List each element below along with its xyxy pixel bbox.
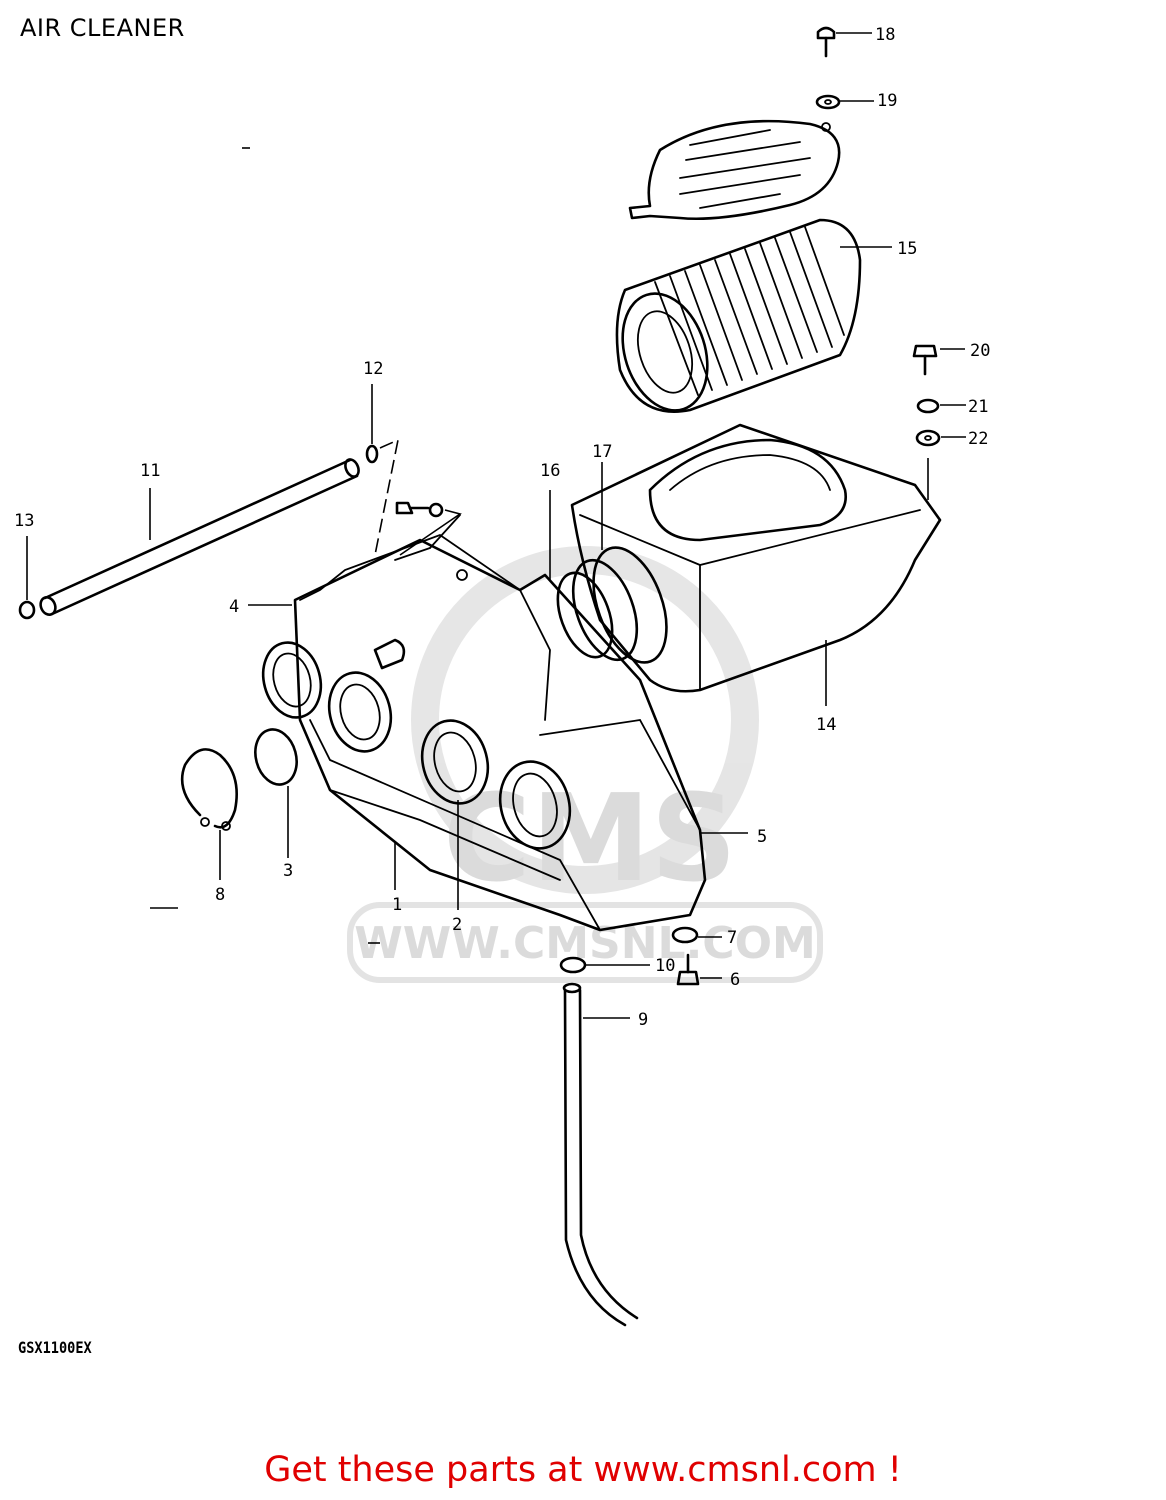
page-title: AIR CLEANER (20, 14, 185, 42)
intake-ports (261, 641, 572, 910)
callout-8: 8 (215, 885, 225, 905)
callout-11: 11 (140, 461, 160, 481)
callout-12: 12 (363, 359, 383, 379)
callout-14: 14 (816, 715, 836, 735)
callout-13: 13 (14, 511, 34, 531)
part-20-bolt (912, 344, 965, 376)
part-13-clip (18, 536, 36, 620)
callout-20: 20 (970, 341, 990, 361)
promo-link[interactable]: Get these parts at www.cmsnl.com ! (264, 1450, 902, 1490)
part-22-washer (915, 429, 966, 500)
part-12-clip (365, 384, 400, 556)
part-8-clamp (180, 748, 238, 880)
part-9-drain-hose (562, 982, 639, 1327)
callout-16: 16 (540, 461, 560, 481)
callout-3: 3 (283, 861, 293, 881)
part-1-air-intake-body (293, 514, 707, 932)
part-11-hose (39, 458, 360, 617)
part-filter-cap (628, 119, 841, 221)
callout-7: 7 (727, 928, 737, 948)
callout-9: 9 (638, 1010, 648, 1030)
part-7-washer (671, 926, 722, 944)
part-18-screw (816, 26, 872, 58)
model-code: GSX1100EX (18, 1338, 92, 1357)
callout-15: 15 (897, 239, 917, 259)
part-10-clip (559, 956, 650, 974)
part-15-filter-element (615, 218, 892, 413)
watermark-url: WWW.CMSNL.COM (354, 918, 816, 969)
callout-2: 2 (452, 915, 462, 935)
watermark: CMS WWW.CMSNL.COM (347, 546, 823, 983)
callout-18: 18 (875, 25, 895, 45)
callout-22: 22 (968, 429, 988, 449)
watermark-logo: CMS (443, 770, 737, 909)
exploded-parts-diagram: CMS WWW.CMSNL.COM (14, 25, 990, 1327)
callout-1: 1 (392, 895, 402, 915)
part-16-17-joint-clamp (549, 462, 668, 664)
callout-10: 10 (655, 956, 675, 976)
part-19-washer (815, 94, 874, 110)
callout-17: 17 (592, 442, 612, 462)
callout-6: 6 (730, 970, 740, 990)
callout-4: 4 (229, 597, 239, 617)
callout-5: 5 (757, 827, 767, 847)
part-screw-top (395, 501, 462, 556)
part-6-bolt (676, 953, 722, 986)
part-3-band (254, 728, 298, 858)
callout-21: 21 (968, 397, 988, 417)
part-14-air-cleaner-case (570, 423, 942, 706)
part-21-washer (916, 398, 966, 414)
callout-19: 19 (877, 91, 897, 111)
